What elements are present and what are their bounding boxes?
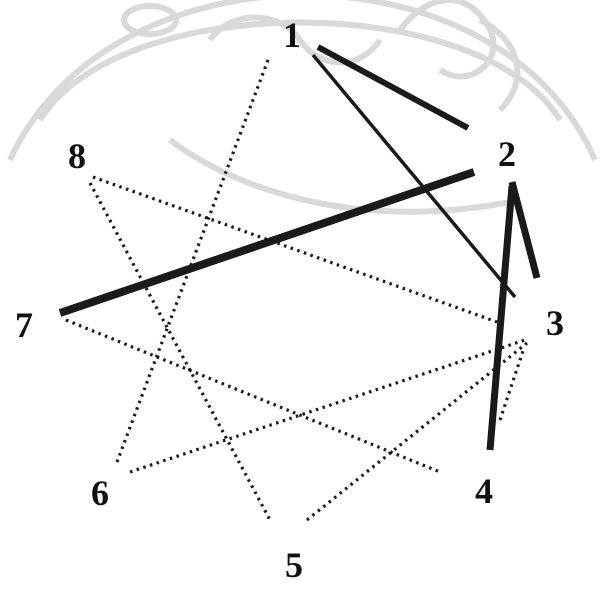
vertex-label-8: 8	[68, 136, 86, 176]
vertex-label-6: 6	[91, 473, 109, 513]
edge-1-3-solid	[313, 55, 515, 297]
vertex-label-5: 5	[285, 545, 303, 585]
background-seal	[10, 0, 595, 212]
edges-layer	[60, 47, 537, 520]
edge-6-3-dotted	[130, 340, 525, 472]
edge-2-3-solid	[512, 182, 537, 278]
edge-2-4-solid	[490, 186, 512, 450]
vertex-label-7: 7	[15, 305, 33, 345]
vertex-label-3: 3	[546, 303, 564, 343]
vertex-label-4: 4	[475, 471, 493, 511]
edge-2-7-solid	[60, 172, 474, 313]
edge-7-4-dotted	[66, 320, 440, 472]
edge-4-3-dotted	[500, 348, 524, 420]
vertex-label-2: 2	[498, 134, 516, 174]
vertex-label-1: 1	[283, 15, 301, 55]
edge-1-6-dotted	[117, 60, 268, 462]
edge-8-5-dotted	[90, 183, 270, 520]
